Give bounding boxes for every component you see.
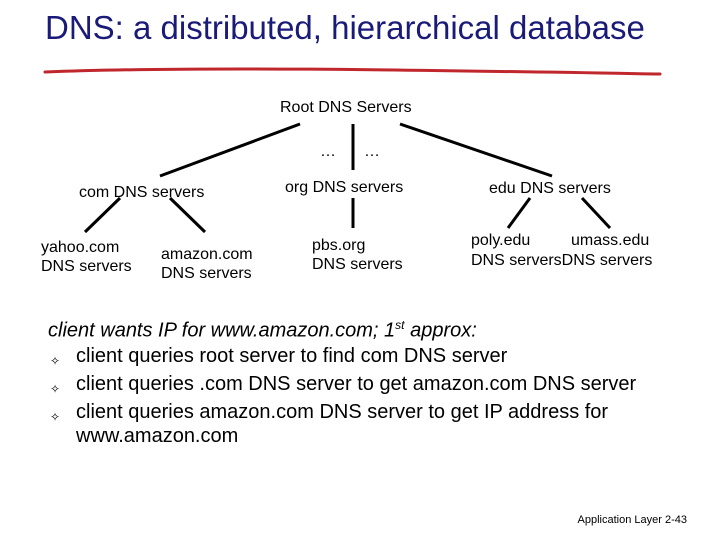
ellipsis-left: …: [320, 143, 336, 160]
amazon-sub: DNS servers: [161, 265, 252, 282]
edu-dns-servers: edu DNS servers: [489, 180, 611, 197]
ellipsis-right: …: [364, 143, 380, 160]
bullet-item: ✧ client queries root server to find com …: [48, 344, 688, 368]
amazon-dns-servers: amazon.com DNS servers: [161, 245, 253, 283]
approach-text: client wants IP for www.amazon.com; 1: [48, 319, 396, 342]
org-dns-servers: org DNS servers: [285, 179, 404, 196]
yahoo-label: yahoo.com: [41, 239, 120, 256]
approach-superscript: st: [395, 318, 405, 332]
title-underline: [43, 67, 662, 76]
edge-root-edu: [399, 122, 553, 178]
umass-edu-label: umass.edu: [571, 232, 650, 249]
poly-edu-label: poly.edu: [471, 232, 531, 249]
edge-root-com: [159, 122, 301, 178]
approach-text-end: approx:: [404, 319, 477, 342]
diamond-bullet-icon: ✧: [50, 382, 61, 396]
diamond-bullet-icon: ✧: [50, 354, 61, 368]
root-dns-servers: Root DNS Servers: [280, 99, 412, 116]
slide-title: DNS: a distributed, hierarchical databas…: [45, 9, 645, 46]
edge-edu-poly: [506, 197, 532, 229]
yahoo-sub: DNS servers: [41, 258, 132, 275]
bullet-item: ✧ client queries .com DNS server to get a…: [48, 372, 688, 396]
com-dns-servers: com DNS servers: [79, 184, 205, 201]
footer-label: Application Layer 2-43: [577, 514, 687, 526]
edge-com-amazon: [168, 196, 207, 234]
pbs-dns-servers: pbs.org DNS servers: [312, 236, 403, 274]
yahoo-dns-servers: yahoo.com DNS servers: [41, 238, 132, 276]
pbs-sub: DNS servers: [312, 256, 403, 273]
bullet-item: ✧ client queries amazon.com DNS server to…: [48, 400, 688, 448]
bullet-text: client queries amazon.com DNS server to …: [76, 401, 609, 447]
bullet-text: client queries root server to find com D…: [76, 345, 508, 367]
edge-com-yahoo: [83, 196, 122, 234]
amazon-label: amazon.com: [161, 246, 253, 263]
bullet-text: client queries .com DNS server to get am…: [76, 373, 637, 395]
bullet-list: ✧ client queries root server to find com …: [48, 344, 688, 452]
edu-bottom-servers: DNS serversDNS servers: [471, 252, 653, 269]
approach-heading: client wants IP for www.amazon.com; 1st …: [48, 318, 477, 343]
edge-edu-umass: [580, 196, 612, 230]
diamond-bullet-icon: ✧: [50, 410, 61, 424]
pbs-label: pbs.org: [312, 237, 366, 254]
